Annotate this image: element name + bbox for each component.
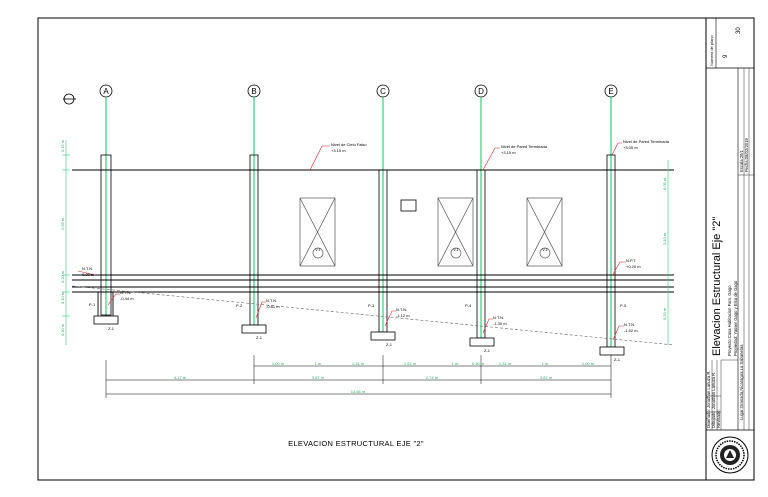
pier-label-3: P-3 — [368, 303, 375, 308]
ntn-left-value: 0.00 m — [82, 272, 95, 277]
right-dim-2: 2.10 m — [662, 232, 667, 245]
footing-label-2: Z-1 — [256, 335, 263, 340]
footing-label-3: Z-1 — [386, 342, 393, 347]
window-openings — [299, 197, 563, 267]
dim-row2-3: 2.74 m — [426, 375, 439, 380]
left-dim-4: 0.10 m — [60, 291, 65, 304]
window-tag-2: V-1 — [453, 248, 458, 252]
dim-row2-2: 3.87 m — [312, 375, 325, 380]
institution-seal-icon — [711, 436, 749, 474]
dim-row1-5: 1 m — [452, 361, 459, 366]
npt-right-value: +0.20 m — [626, 264, 641, 269]
footing-label-5: Z-1 — [614, 357, 621, 362]
wall-outline — [72, 169, 674, 316]
dim-row1-1: 1.00 m — [272, 361, 285, 366]
vent-opening — [400, 199, 417, 212]
title-block-scale: Escala:20/1 — [739, 149, 744, 172]
dim-row1-4: 1.52 m — [404, 361, 417, 366]
right-dim-3: 0.20 m — [662, 307, 667, 320]
footing-label-1: Z-1 — [108, 326, 115, 331]
window-tag-3: V-1 — [542, 248, 547, 252]
axis-label-e: E — [608, 87, 613, 96]
title-block-owner: Propiedad: Yasser Gago y Elsa de Gago — [733, 280, 738, 356]
dim-total: 14.65 m — [351, 389, 366, 394]
axis-label-b: B — [251, 87, 256, 96]
terrain-line — [71, 285, 675, 346]
level-label-3: Nivel de Pared Terminada — [623, 139, 670, 144]
pier-ntn-value-5: -1.52 m — [624, 328, 638, 333]
drawing-title: ELEVACION ESTRUCTURAL EJE "2" — [288, 439, 424, 448]
dim-row2-1: 4.17 m — [174, 375, 187, 380]
level-label-1: Nivel de Cielo Falso — [331, 142, 367, 147]
title-block-designed: Diseñado: Jonathan Lanuza R. — [706, 370, 711, 428]
level-leaders — [77, 142, 626, 341]
dimension-row-1: 1.00 m 1 m 1.31 m 1.52 m 1 m 0.30 m 1.31… — [272, 361, 595, 366]
sheet-number-label: Numero de plano — [709, 35, 714, 66]
dim-row1-9: 1.00 m — [582, 361, 595, 366]
title-block-project: Proyecto:Casa Habitacion Fam. Gago — [727, 285, 732, 356]
title-block-title: Elevacion Estructural Eje "2" — [711, 217, 723, 356]
pier-label-4: P-4 — [465, 303, 472, 308]
sheet-number: 9 — [723, 54, 729, 58]
dimension-row-2: 4.17 m 3.87 m 2.74 m 3.87 m — [174, 375, 553, 380]
right-dim-1: 0.05 m — [662, 177, 667, 190]
level-label-2: Nivel de Pared Terminada — [501, 144, 548, 149]
orientation-symbol-icon — [63, 93, 76, 105]
left-dim-2: 2.65 m — [60, 217, 65, 230]
pier-ntn-2: N.T.N. — [266, 298, 277, 303]
dim-row1-8: 1 m — [542, 361, 549, 366]
title-block-location: Lugar:Granada,Nicaragua,La Sabanetas — [739, 345, 744, 420]
axis-label-d: D — [478, 87, 484, 96]
dimension-lines — [105, 355, 612, 398]
window-tag-1: V-1 — [315, 248, 320, 252]
pier-ntn-4: N.T.N. — [493, 315, 504, 320]
title-block-reviewed: Revisado: — [716, 409, 721, 428]
npt-right-label: N.P.T. — [626, 258, 636, 263]
axis-label-a: A — [103, 87, 109, 96]
dim-row1-7: 1.31 m — [499, 361, 512, 366]
pier-label-1: P-1 — [89, 302, 96, 307]
level-value-3: +3.05 m — [623, 145, 638, 150]
pier-ntn-3: N.T.N. — [396, 307, 407, 312]
pier-ntn-value-1: -0.44 m — [120, 296, 134, 301]
dim-row1-2: 1 m — [315, 361, 322, 366]
axis-lines — [105, 97, 612, 352]
left-dimension-lines — [62, 140, 70, 345]
dim-row1-3: 1.31 m — [352, 361, 365, 366]
sheet-border — [37, 17, 755, 481]
left-dim-5: 0.30 m — [60, 323, 65, 336]
axis-bubbles: A B C D E — [99, 84, 618, 98]
pier-label-5: P-5 — [620, 303, 627, 308]
footings — [93, 315, 625, 356]
columns — [100, 154, 616, 348]
left-dim-3: 0.20 m — [60, 270, 65, 283]
pier-ntn-value-4: -1.30 m — [493, 321, 507, 326]
left-dim-1: 0.15 m — [60, 139, 65, 152]
title-block-date: Fecha:08/02/2019 — [744, 138, 749, 172]
pier-ntn-5: N.T.N. — [624, 322, 635, 327]
sheet-total: 30 — [736, 27, 742, 34]
footing-label-4: Z-1 — [484, 348, 491, 353]
level-value-1: +3.15 m — [331, 148, 346, 153]
title-block-drawn: Dibujado: Jonathan Lanuza R. — [711, 372, 716, 428]
level-value-2: +3.15 m — [501, 150, 516, 155]
pier-ntn-value-3: -1.12 m — [396, 313, 410, 318]
title-block — [705, 17, 755, 481]
ntn-left-label: N.T.N. — [82, 266, 93, 271]
pier-label-2: P-2 — [236, 303, 243, 308]
pier-ntn-value-2: -0.81 m — [266, 304, 280, 309]
dim-row1-6: 0.30 m — [472, 361, 485, 366]
dim-row2-4: 3.87 m — [540, 375, 553, 380]
pier-ntn-1: N.T.N. — [120, 290, 131, 295]
axis-label-c: C — [380, 87, 386, 96]
